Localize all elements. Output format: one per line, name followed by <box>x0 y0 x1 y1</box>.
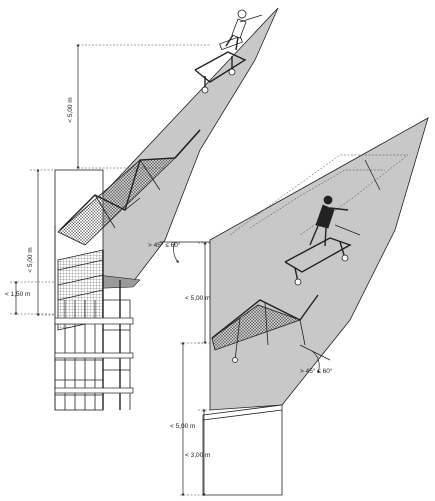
left-scaffold-net <box>54 249 134 410</box>
right-lower-dimension: < 5,00 m <box>170 341 205 497</box>
right-catch-net <box>211 294 319 363</box>
right-small-height-label: < 3,00 m <box>185 452 210 459</box>
right-small-dimension: < 3,00 m <box>185 408 212 497</box>
right-upper-angle: > 45° ≤ 60° <box>148 241 210 264</box>
left-roof-catch-net <box>57 129 201 246</box>
left-worker-cart <box>194 9 263 94</box>
right-roof: > 45° ≤ 60° < 5,00 m > 45° ≤ 60° < 5,00 … <box>148 117 429 497</box>
right-lower-height-label: < 5,00 m <box>170 423 195 430</box>
left-small-height-label: < 1,50 m <box>5 291 30 298</box>
left-roof: < 5,00 m < 5,00 m < 1,50 m <box>5 7 279 411</box>
left-upper-height-label: < 5,00 m <box>67 97 74 122</box>
right-building-wall <box>202 404 283 496</box>
left-upper-dimension: < 5,00 m <box>67 43 210 170</box>
right-lower-angle-label: > 45° ≤ 60° <box>300 367 333 375</box>
left-lower-height-label: < 5,00 m <box>27 247 34 272</box>
left-small-dimension: < 1,50 m <box>5 280 55 316</box>
right-upper-height-label: < 5,00 m <box>185 295 210 302</box>
right-worker-figure <box>309 195 349 247</box>
right-upper-dimension: < 5,00 m <box>185 241 215 345</box>
right-lower-angle: > 45° ≤ 60° <box>299 344 333 375</box>
right-upper-frame <box>229 154 409 236</box>
left-worker-figure <box>225 9 263 51</box>
left-lower-dimension: < 5,00 m <box>27 168 55 317</box>
right-upper-angle-label: > 45° ≤ 60° <box>148 241 181 249</box>
right-worker-cart <box>284 195 361 286</box>
